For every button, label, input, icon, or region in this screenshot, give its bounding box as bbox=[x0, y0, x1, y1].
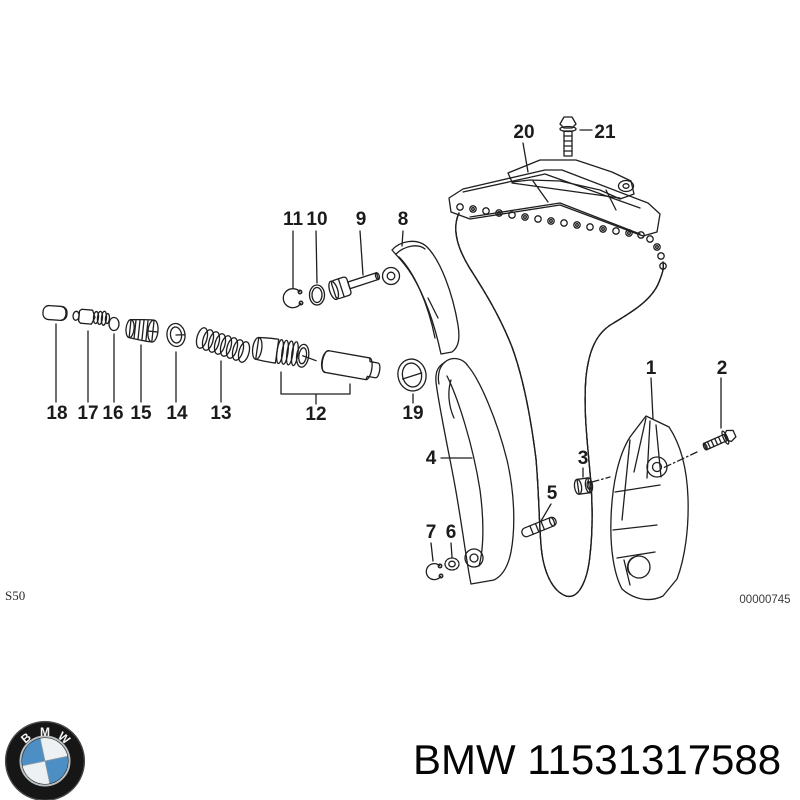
bolt-part-2 bbox=[702, 429, 737, 451]
seal-ring-part-19 bbox=[397, 358, 427, 392]
bmw-logo-letter-m: M bbox=[40, 725, 50, 739]
guide-rail-part-8 bbox=[381, 240, 460, 355]
bushing-part-3 bbox=[573, 477, 594, 495]
part-label-2: 2 bbox=[717, 358, 728, 379]
assembly-axis-2 bbox=[662, 451, 698, 469]
pin-part-18 bbox=[42, 304, 68, 322]
part-label-15: 15 bbox=[130, 403, 152, 424]
part-labels: 20 21 11 10 9 8 18 17 16 15 14 13 12 19 … bbox=[46, 122, 727, 543]
assembly-axis-3 bbox=[591, 476, 611, 483]
washer-part-6 bbox=[444, 557, 460, 571]
washer-part-14 bbox=[166, 322, 186, 348]
part-label-6: 6 bbox=[446, 522, 457, 543]
timing-chain bbox=[455, 212, 665, 597]
bmw-logo-quadrants bbox=[22, 738, 68, 784]
c-clip-part-7 bbox=[425, 562, 444, 581]
bolt-part-21 bbox=[559, 116, 577, 157]
part-label-3: 3 bbox=[578, 448, 589, 469]
part-label-14: 14 bbox=[166, 403, 188, 424]
chain-links bbox=[456, 203, 667, 270]
part-label-10: 10 bbox=[306, 209, 327, 230]
part-label-8: 8 bbox=[398, 209, 409, 230]
pin-part-5 bbox=[521, 516, 557, 538]
leader-lines bbox=[55, 129, 722, 562]
bmw-logo: B M W bbox=[4, 720, 86, 800]
drawing-code-left: S50 bbox=[5, 588, 25, 603]
valve-part-17 bbox=[72, 308, 111, 326]
chain-guard-part-1 bbox=[610, 415, 689, 601]
drawing-code-right: 00000745 bbox=[739, 594, 790, 606]
part-number-text: BMW 11531317588 bbox=[413, 736, 782, 783]
part-label-1: 1 bbox=[646, 358, 657, 379]
footer: B M W bbox=[0, 718, 800, 800]
spring-part-13 bbox=[195, 327, 251, 363]
plug-part-15 bbox=[125, 318, 159, 343]
part-label-12: 12 bbox=[305, 404, 326, 425]
o-ring-part-16 bbox=[108, 316, 120, 332]
part-label-16: 16 bbox=[102, 403, 123, 424]
part-label-17: 17 bbox=[77, 403, 98, 424]
piston-sleeve-part-12b bbox=[320, 350, 381, 381]
tensioner-body-part-12a bbox=[251, 336, 317, 368]
part-label-21: 21 bbox=[594, 122, 616, 143]
part-label-20: 20 bbox=[513, 122, 534, 143]
o-ring-part-10 bbox=[308, 284, 326, 306]
part-label-18: 18 bbox=[46, 403, 67, 424]
sprocket-carrier-part-20 bbox=[448, 159, 661, 237]
part-label-11: 11 bbox=[283, 209, 304, 230]
plunger-part-9 bbox=[328, 272, 381, 301]
part-label-5: 5 bbox=[547, 483, 558, 504]
part-label-19: 19 bbox=[402, 403, 423, 424]
part-label-7: 7 bbox=[426, 522, 437, 543]
part-label-9: 9 bbox=[356, 209, 367, 230]
part-label-13: 13 bbox=[210, 403, 231, 424]
part-label-4: 4 bbox=[426, 448, 437, 469]
snap-ring-part-11 bbox=[282, 288, 304, 309]
tensioner-rail-part-4 bbox=[435, 357, 515, 585]
timing-chain-exploded-diagram: 20 21 11 10 9 8 18 17 16 15 14 13 12 19 … bbox=[5, 116, 791, 606]
